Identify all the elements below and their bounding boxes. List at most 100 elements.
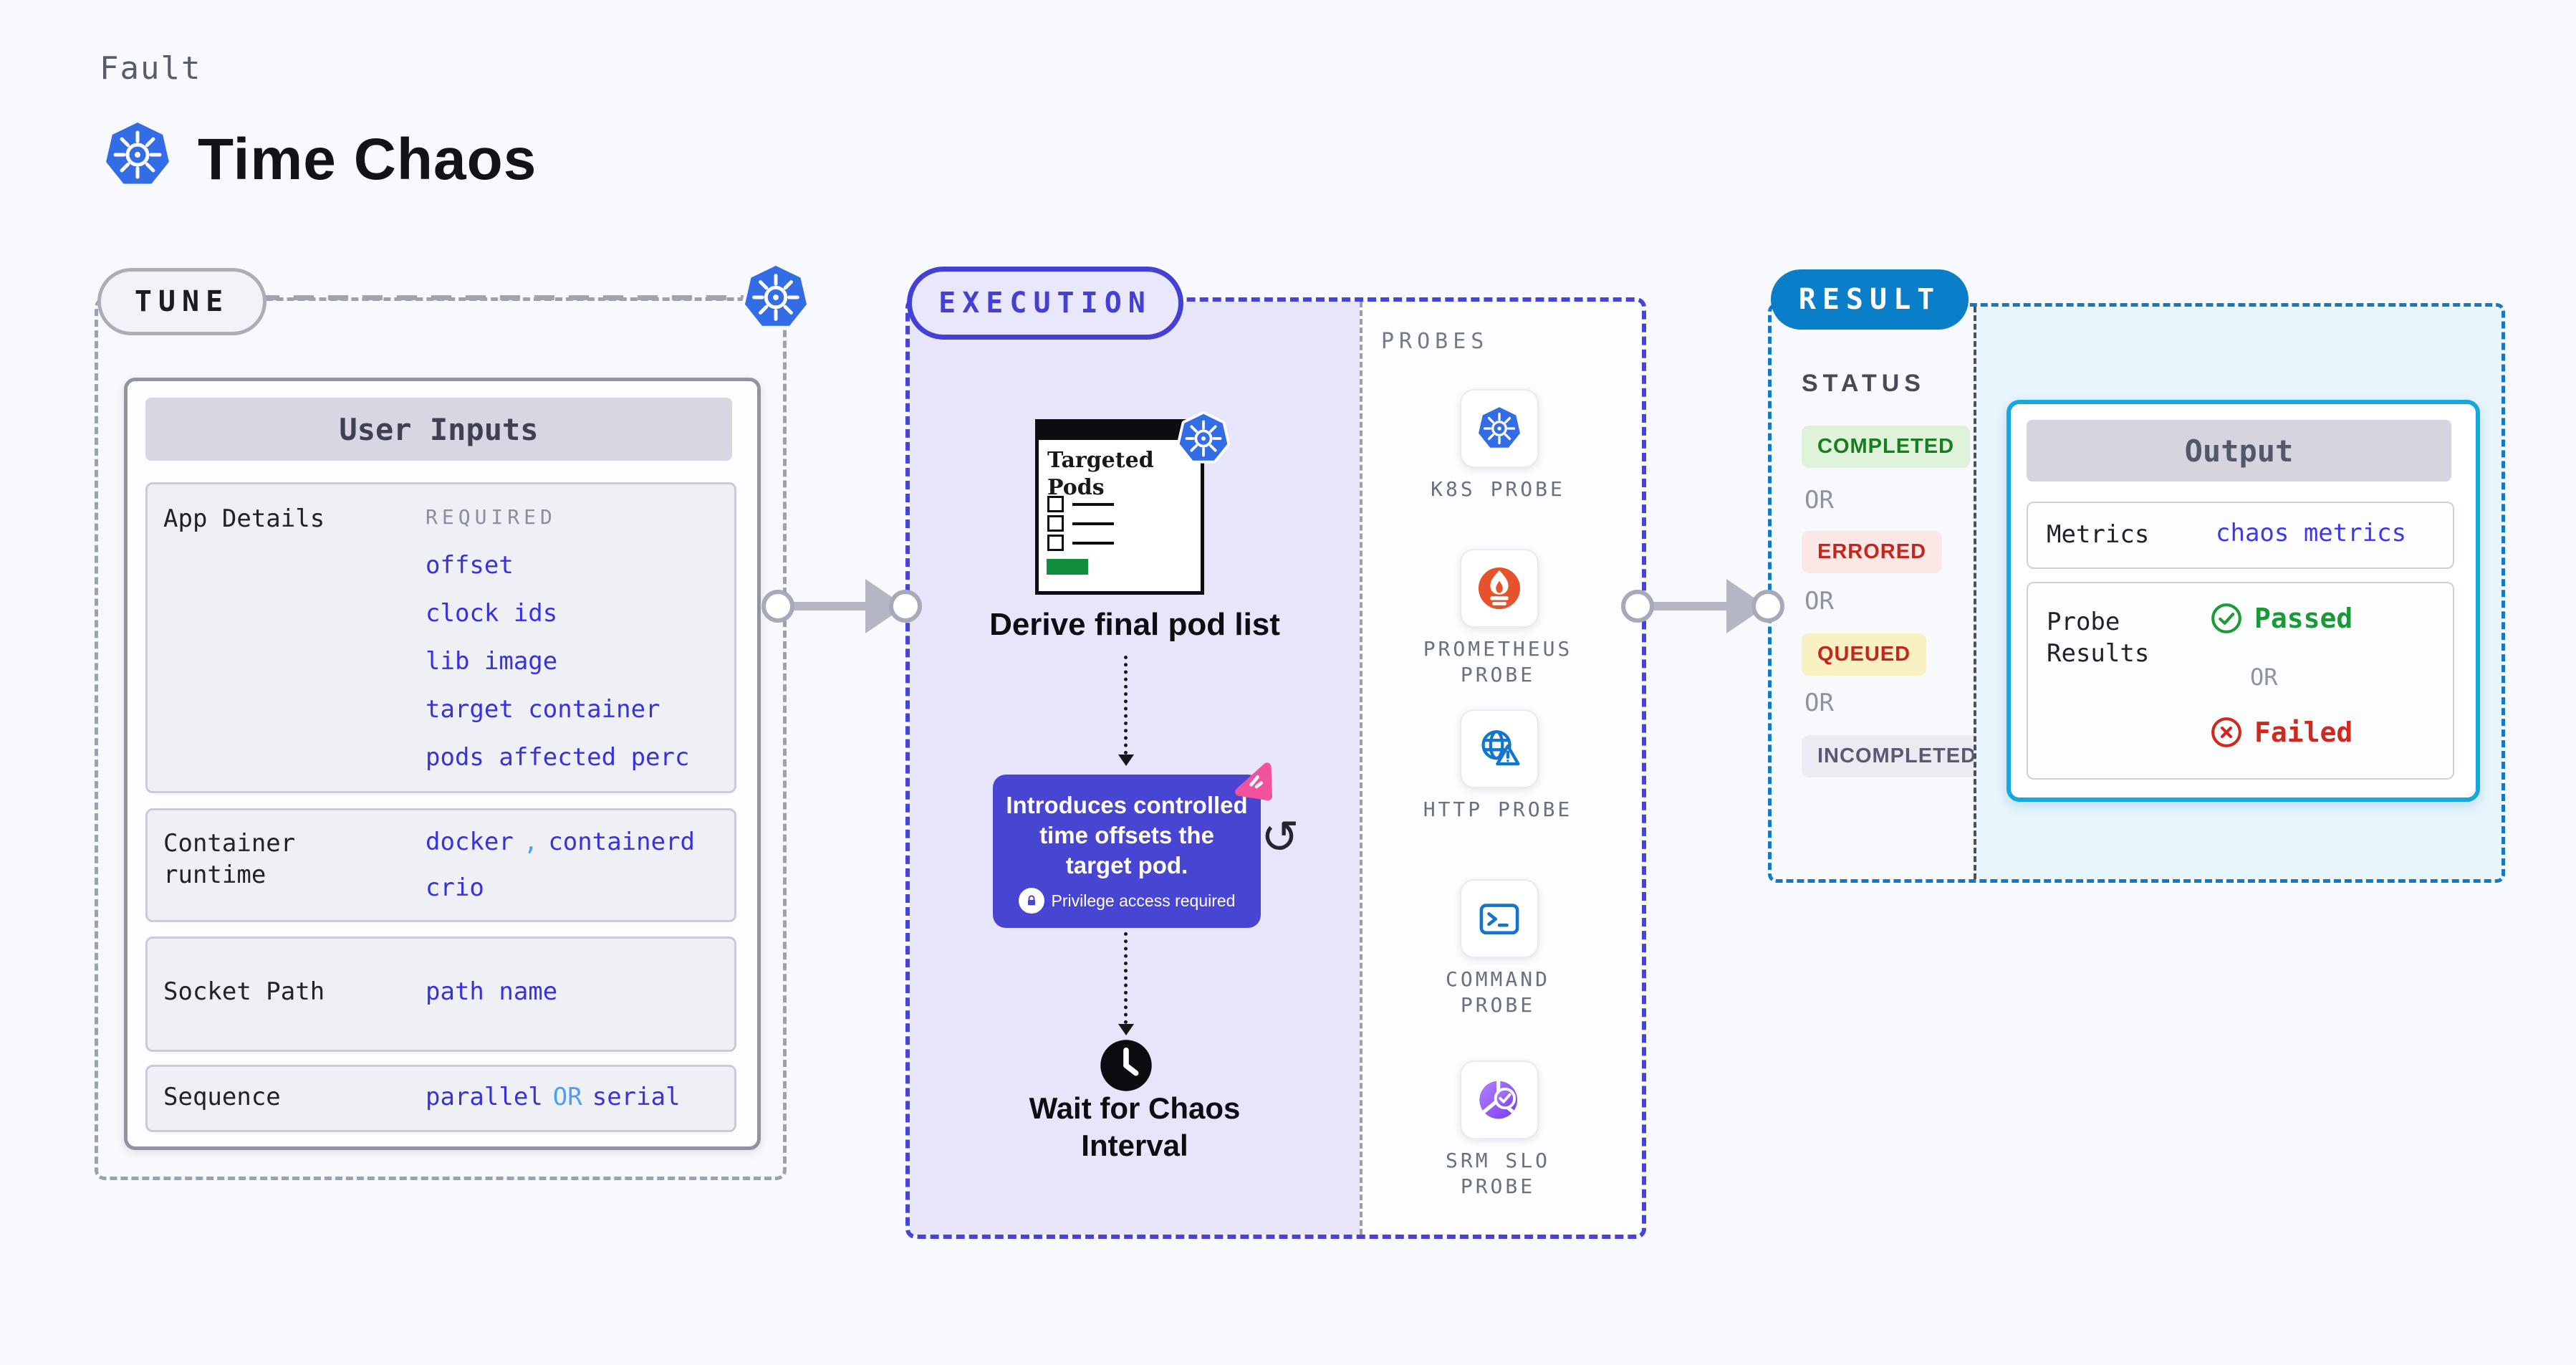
failed-result: Failed — [2210, 716, 2352, 749]
required-tag: REQUIRED — [426, 505, 557, 529]
app-details-label: App Details — [163, 504, 325, 533]
value-offset: offset — [426, 551, 514, 580]
status-badge-errored: ERRORED — [1802, 531, 1943, 573]
status-badge-queued: QUEUED — [1802, 633, 1927, 676]
lock-icon — [1018, 888, 1044, 914]
green-button-bar — [1047, 559, 1088, 575]
container-runtime-values: docker,containerd crio — [426, 828, 695, 902]
output-title: Output — [2027, 420, 2451, 482]
app-details-card: App Details REQUIRED offset clock ids li… — [145, 482, 736, 793]
probe-results-row: Probe Results Passed OR — [2027, 582, 2454, 780]
value-pods-affected-perc: pods affected perc — [426, 743, 690, 772]
prometheus-flame-icon — [1478, 567, 1521, 610]
retry-loop-icon: ↺ — [1261, 811, 1299, 864]
list-line — [1072, 541, 1114, 545]
kubernetes-icon — [102, 119, 173, 191]
metrics-label: Metrics — [2047, 520, 2150, 549]
execution-flow-area: Targeted Pods — [910, 302, 1360, 1235]
k8s-probe-card — [1460, 389, 1539, 468]
checkbox-icon — [1047, 496, 1064, 512]
kubernetes-icon — [741, 262, 811, 332]
or-label: OR — [1804, 689, 1834, 717]
list-line — [1072, 502, 1114, 506]
targeted-pods-title: Targeted Pods — [1047, 448, 1154, 500]
socket-path-label: Socket Path — [163, 977, 325, 1006]
value-clock-ids: clock ids — [426, 599, 558, 628]
execution-section-pill: EXECUTION — [907, 267, 1183, 340]
status-column: STATUS COMPLETED OR ERRORED OR QUEUED OR… — [1772, 307, 1993, 879]
terminal-prompt-icon — [1479, 904, 1519, 935]
command-probe-card — [1460, 879, 1539, 958]
globe-warning-icon — [1481, 730, 1520, 766]
arrow-tune-to-execution — [781, 579, 905, 633]
tooltip-line: target pod. — [1065, 852, 1188, 878]
probe-results-label: Probe Results — [2047, 608, 2150, 668]
app-details-values: REQUIRED offset clock ids lib image targ… — [426, 503, 689, 772]
probe-label: K8S PROBE — [1431, 477, 1565, 501]
arrow-probes-to-result — [1642, 579, 1767, 633]
down-arrowhead-icon — [1118, 755, 1134, 766]
list-line — [1072, 522, 1114, 525]
output-area: Output Metrics chaos metrics Probe Resul… — [1974, 307, 2501, 879]
socket-path-value-col: path name — [426, 977, 557, 1006]
result-section-box: STATUS COMPLETED OR ERRORED OR QUEUED OR… — [1768, 303, 2505, 883]
value-lib-image: lib image — [426, 647, 558, 676]
sequence-value-col: parallel OR serial — [426, 1083, 681, 1111]
metrics-value: chaos metrics — [2216, 519, 2407, 547]
or-label: OR — [1804, 486, 1834, 514]
passed-label: Passed — [2254, 603, 2353, 634]
clock-icon — [1099, 1038, 1153, 1093]
checkbox-icon — [1047, 535, 1064, 551]
value-parallel: parallel — [426, 1083, 543, 1111]
pod-list-item — [1047, 515, 1114, 532]
metrics-row: Metrics chaos metrics — [2027, 502, 2454, 569]
tune-dashed-connector — [259, 295, 744, 300]
tune-section-pill: TUNE — [97, 268, 266, 335]
sequence-label: Sequence — [163, 1083, 281, 1111]
connector-node — [1621, 590, 1654, 623]
probe-label: SRM SLO PROBE — [1445, 1149, 1550, 1198]
kubernetes-icon — [1176, 411, 1231, 466]
dotted-flow-line — [1124, 656, 1128, 755]
socket-path-card: Socket Path path name — [145, 937, 736, 1052]
failed-label: Failed — [2254, 717, 2353, 748]
litmus-pink-icon — [1231, 757, 1280, 805]
connector-node — [761, 590, 794, 623]
connector-node — [889, 590, 922, 623]
pod-list-item — [1047, 496, 1114, 512]
checkbox-icon — [1047, 515, 1064, 532]
pod-list-item — [1047, 535, 1114, 551]
tooltip-line: Introduces controlled — [1006, 792, 1248, 818]
x-circle-icon — [2211, 717, 2241, 747]
wait-for-chaos-interval-label: Wait for Chaos Interval — [1029, 1091, 1241, 1162]
execution-section-box: Targeted Pods — [905, 297, 1646, 1239]
or-label: OR — [2250, 664, 2278, 691]
srm-slo-probe-card — [1460, 1060, 1539, 1139]
result-section-pill: RESULT — [1771, 269, 1969, 330]
fault-description-tooltip: Introduces controlled time offsets the t… — [993, 762, 1273, 928]
value-crio: crio — [426, 873, 484, 902]
prometheus-probe-card — [1460, 549, 1539, 628]
targeted-pods-window: Targeted Pods — [1035, 411, 1231, 595]
probe-label: HTTP PROBE — [1423, 798, 1573, 821]
status-badge-completed: COMPLETED — [1802, 426, 1971, 468]
fault-eyebrow: Fault — [100, 50, 202, 87]
status-badge-incompleted: INCOMPLETED — [1802, 735, 1993, 777]
user-inputs-title: User Inputs — [145, 398, 732, 461]
value-containerd: containerd — [548, 828, 696, 856]
check-circle-icon — [2211, 603, 2241, 633]
window-titlebar — [1039, 423, 1201, 440]
sequence-card: Sequence parallel OR serial — [145, 1065, 736, 1132]
tooltip-line: time offsets the — [1039, 822, 1214, 848]
slo-donut-check-icon — [1479, 1078, 1518, 1119]
status-title: STATUS — [1802, 370, 1926, 397]
container-runtime-label: Container runtime — [163, 829, 296, 889]
runtime-line-1: docker,containerd — [426, 828, 695, 856]
down-arrowhead-icon — [1118, 1024, 1134, 1035]
value-serial: serial — [592, 1083, 681, 1111]
or-separator: OR — [552, 1083, 582, 1111]
derive-final-pod-list-label: Derive final pod list — [989, 607, 1280, 642]
connector-node — [1751, 590, 1784, 623]
privilege-note-text: Privilege access required — [1051, 891, 1236, 910]
dotted-flow-line — [1124, 932, 1128, 1024]
